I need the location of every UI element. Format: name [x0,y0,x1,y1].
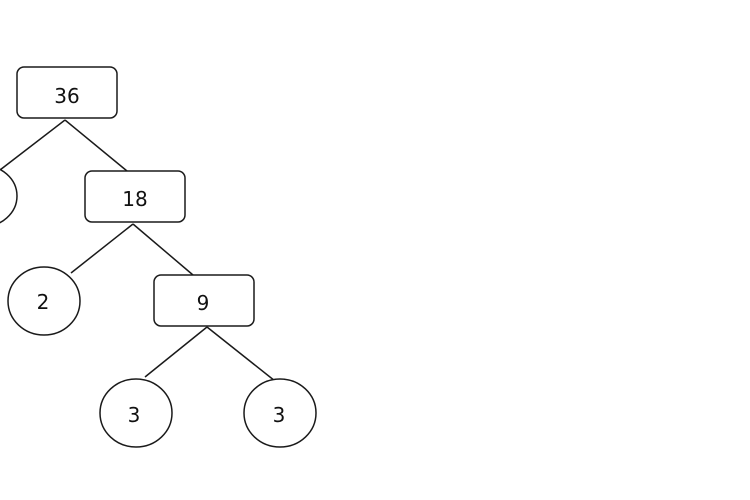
edge-36-left [0,119,66,171]
edge-18-9 [132,223,194,276]
node-label: 36 [54,84,79,108]
node-9: 9 [153,274,255,327]
edge-18-2 [70,223,134,274]
node-label: 2 [37,290,50,314]
node-3-right: 3 [243,378,317,448]
node-offscreen-circle [0,168,18,224]
node-label: 9 [197,291,210,315]
node-label: 3 [128,403,141,427]
node-root: 36 [16,66,118,119]
edge-9-3-right [206,326,276,382]
node-2: 2 [7,266,81,336]
edge-9-3-left [144,326,208,378]
node-3-left: 3 [99,378,173,448]
edge-36-18 [64,119,128,172]
node-label: 3 [273,403,286,427]
node-18: 18 [84,170,186,223]
node-label: 18 [122,187,147,211]
